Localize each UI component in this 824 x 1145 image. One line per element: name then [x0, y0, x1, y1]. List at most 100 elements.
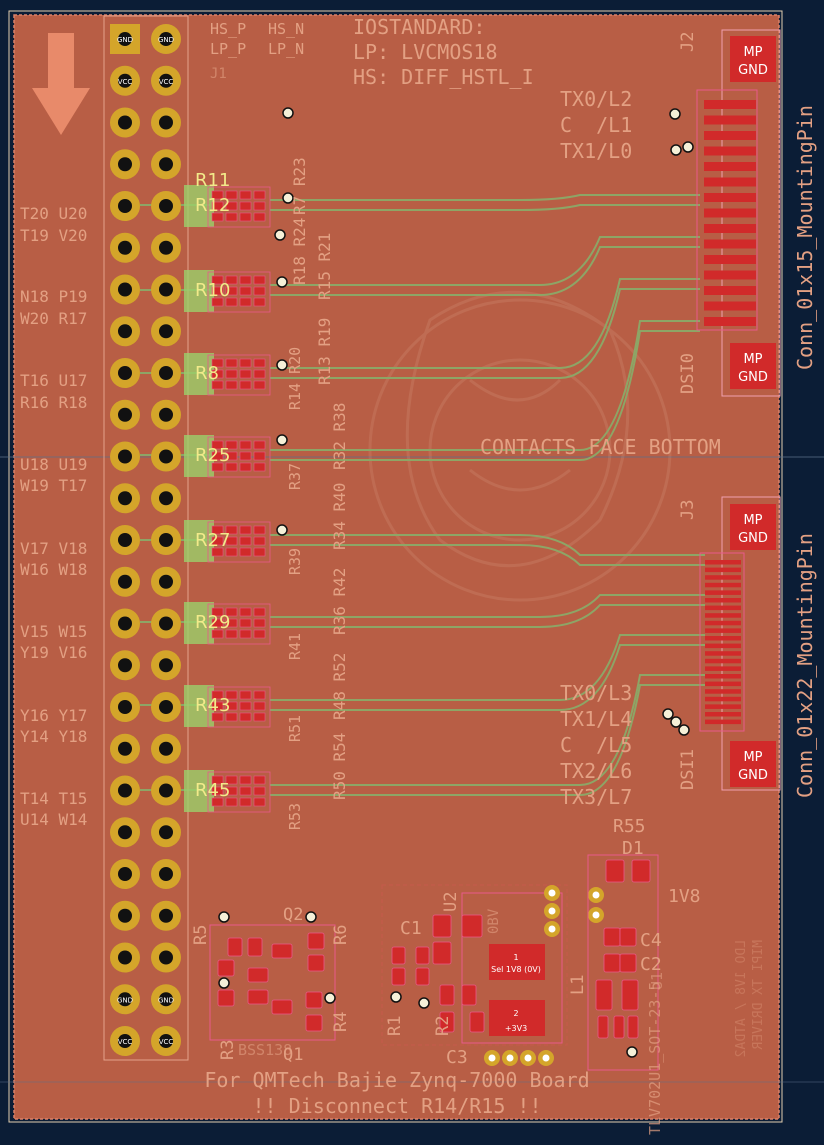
header-pad-hole — [118, 32, 132, 46]
j3-pin-pad — [705, 605, 741, 611]
j3-pin-pad — [705, 681, 741, 687]
resistor-pad — [239, 380, 252, 390]
j2-pin-label: C /L1 — [560, 113, 632, 137]
via — [324, 992, 336, 1004]
via — [276, 276, 288, 288]
resistor-arrays[interactable] — [184, 185, 271, 813]
resistor-pad — [239, 462, 252, 472]
via — [276, 524, 288, 536]
mp-label: MP — [743, 513, 762, 528]
resistor-pad — [239, 797, 252, 807]
resistor-pad — [211, 275, 224, 285]
resistor-pad — [211, 775, 224, 785]
smd-pad — [603, 953, 621, 973]
resistor-pad — [253, 462, 266, 472]
resistor-pad — [225, 701, 238, 711]
resistor-pad — [253, 190, 266, 200]
j2-pin-pad — [704, 131, 756, 140]
via — [276, 359, 288, 371]
resistor-pad — [211, 451, 224, 461]
diff-trace — [270, 194, 700, 201]
resistor-pad — [211, 358, 224, 368]
hs-p-label: HS_P — [210, 20, 246, 38]
header-pad-hole — [159, 574, 173, 589]
pin-pair-label: W16 W18 — [20, 560, 87, 579]
via — [678, 724, 690, 736]
j3-pin-label: TX2/L6 — [560, 759, 632, 783]
resistor-outline — [207, 186, 271, 228]
resistor-ref: R25 — [195, 445, 230, 466]
diff-trace — [270, 544, 705, 566]
resistor-ref-vertical: R48 R52 — [330, 653, 349, 720]
j2-pin-pad — [704, 115, 756, 125]
header-pad-hole — [118, 950, 132, 965]
j3-pin-pad — [705, 560, 741, 565]
j3-pin-pad — [705, 696, 741, 702]
jumper-pad-2 — [489, 1000, 545, 1036]
q1-value: BSS138 — [238, 1041, 292, 1059]
resistor-pad — [239, 190, 252, 200]
resistor-ref-vertical: R18 R24 — [290, 218, 309, 285]
smd-pad — [305, 991, 323, 1009]
u1-value: TLV702U1_SOT-23-5 — [646, 981, 664, 1135]
tht-pad-hole — [592, 891, 600, 899]
resistor-ref-vertical: R13 R19 — [315, 318, 334, 385]
header-pad-hole — [159, 32, 173, 46]
resistor-pad — [239, 286, 252, 296]
header-pad-hole — [118, 867, 132, 881]
smd-pad — [391, 967, 406, 986]
c4-ref: C4 — [640, 930, 662, 951]
resistor-pad — [225, 547, 238, 557]
header-pad-hole — [118, 324, 132, 339]
resistor-pad — [211, 462, 224, 472]
connector-j3[interactable] — [699, 496, 781, 791]
resistor-pad — [211, 712, 224, 722]
smd-pad — [217, 989, 235, 1007]
resistor-highlight — [184, 520, 214, 562]
resistor-pad — [239, 690, 252, 700]
j2-pin-pad — [704, 224, 756, 233]
resistor-pad — [253, 201, 266, 211]
header-pad-hole — [159, 407, 173, 422]
header-pad-hole — [159, 157, 173, 172]
j3-pin-pad — [705, 704, 741, 709]
via-group — [218, 107, 694, 1058]
resistor-pad — [253, 297, 266, 307]
resistor-outline — [207, 436, 271, 478]
tht-pad-hole — [592, 911, 600, 919]
resistor-pad — [211, 525, 224, 535]
j2-pin-pad — [704, 301, 756, 311]
header-pad-hole — [118, 825, 132, 840]
resistor-pad — [225, 190, 238, 200]
pin-pair-label: R16 R18 — [20, 393, 87, 412]
resistor-highlight — [184, 435, 214, 477]
header-pad-hole — [159, 950, 173, 965]
power-section[interactable] — [209, 854, 659, 1071]
j3-pin-label: TX1/L4 — [560, 707, 632, 731]
gnd-label: GND — [738, 531, 768, 546]
resistor-pad — [211, 607, 224, 617]
pin-pair-label: Y16 Y17 — [20, 706, 87, 725]
tht-pad-hole — [548, 889, 556, 897]
resistor-highlight — [184, 185, 214, 227]
j2-ref: J2 — [678, 32, 698, 52]
header-pad-hole — [159, 491, 173, 506]
resistor-pad — [225, 212, 238, 222]
resistor-pad — [211, 690, 224, 700]
resistor-ref-vertical: R14 R20 — [286, 347, 304, 410]
smd-pad — [305, 1014, 323, 1032]
connector-j2[interactable] — [696, 29, 781, 397]
resistor-outline — [207, 354, 271, 396]
smd-pad — [461, 984, 477, 1006]
resistor-ref-vertical: R50 R54 — [330, 733, 349, 800]
tht-pad-hole — [548, 907, 556, 915]
resistor-highlight — [184, 770, 214, 812]
header-pad-hole — [118, 157, 132, 172]
resistor-pad — [225, 797, 238, 807]
resistor-ref-vertical: R7 R23 — [290, 157, 309, 215]
smd-pad — [603, 927, 621, 947]
smd-pad — [613, 1015, 625, 1039]
resistor-highlight — [184, 353, 214, 395]
